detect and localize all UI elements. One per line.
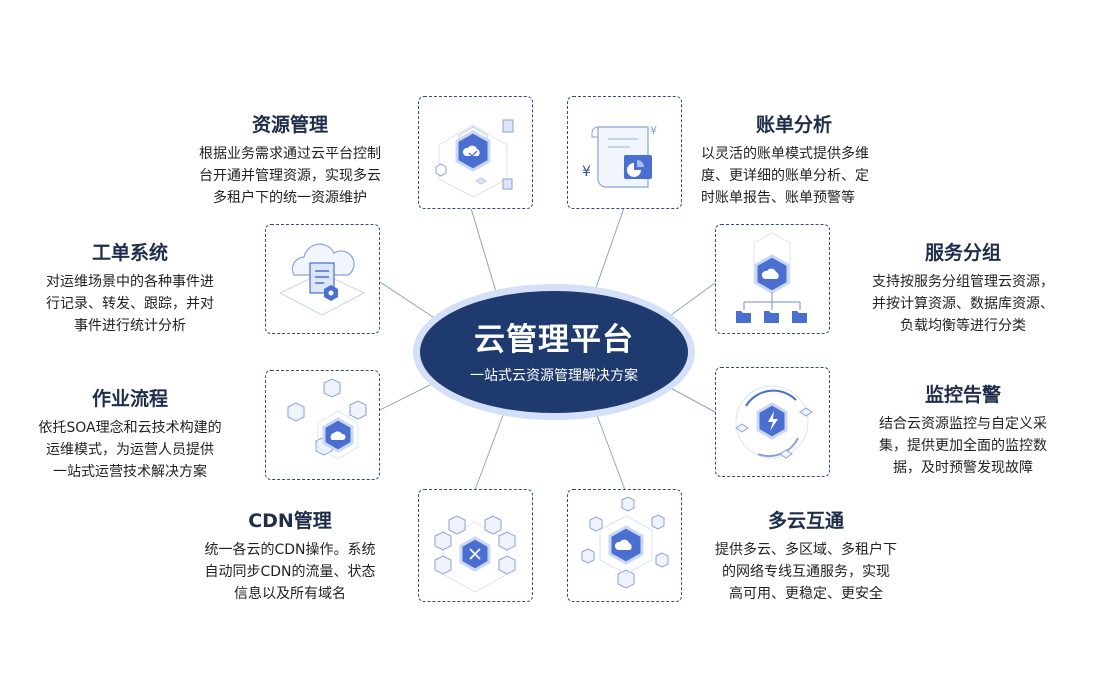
module-ticket-title: 工单系统 [91, 242, 168, 264]
module-multicloud-title: 多云互通 [767, 510, 844, 532]
module-ticket-text: 工单系统 对运维场景中的各种事件进 行记录、转发、跟踪，并对 事件进行统计分析 [20, 238, 240, 337]
module-multicloud-description: 提供多云、多区域、多租户下 的网络专线互通服务，实现 高可用、更稳定、更安全 [715, 542, 897, 602]
workflow-cubes-icon [287, 378, 367, 460]
module-cdn-text: CDN管理 统一各云的CDN操作。系统 自动同步CDN的流量、状态 信息以及所有… [180, 506, 400, 605]
module-billing-title: 账单分析 [756, 114, 833, 136]
module-service-group-card[interactable] [715, 224, 830, 334]
connector-line [664, 384, 716, 413]
connector-line [474, 409, 506, 491]
central-platform-node[interactable]: 云管理平台 一站式云资源管理解决方案 [420, 291, 688, 413]
module-service-group-title: 服务分组 [924, 242, 1001, 264]
module-cdn-card[interactable] [418, 489, 533, 602]
service-group-icon [736, 232, 807, 323]
module-resource-title: 资源管理 [251, 114, 328, 136]
module-cdn-description: 统一各云的CDN操作。系统 自动同步CDN的流量、状态 信息以及所有域名 [204, 542, 376, 602]
connector-line [469, 204, 501, 306]
cdn-network-icon [434, 515, 516, 593]
connector-line [589, 204, 626, 306]
bill-chart-icon: ¥ ¥ [582, 124, 657, 188]
resource-server-icon [435, 119, 514, 198]
svg-text:¥: ¥ [582, 164, 591, 180]
module-monitor-card[interactable] [715, 367, 830, 477]
module-billing-text: 账单分析 以灵活的账单模式提供多维 度、更详细的账单分析、定 时账单报告、账单预… [701, 110, 921, 209]
module-service-group-text: 服务分组 支持按服务分组管理云资源， 并按计算资源、数据库资源、 负载均衡等进行… [848, 238, 1078, 337]
module-multicloud-text: 多云互通 提供多云、多区域、多租户下 的网络专线互通服务，实现 高可用、更稳定、… [696, 506, 916, 605]
module-workflow-title: 作业流程 [91, 388, 168, 410]
module-multicloud-card[interactable] [567, 489, 682, 602]
module-workflow-card[interactable] [265, 370, 380, 480]
ticket-document-icon [278, 243, 366, 316]
module-ticket-description: 对运维场景中的各种事件进 行记录、转发、跟踪，并对 事件进行统计分析 [46, 274, 214, 334]
connector-line [379, 379, 441, 411]
module-workflow-description: 依托SOA理念和云技术构建的 运维模式，为运营人员提供 一站式运营技术解决方案 [38, 420, 222, 480]
monitor-alert-icon [735, 385, 813, 459]
module-monitor-title: 监控告警 [924, 384, 1001, 406]
connector-line [379, 281, 446, 326]
svg-text:¥: ¥ [650, 124, 657, 137]
module-resource-card[interactable] [418, 96, 533, 209]
connector-line [659, 282, 716, 324]
module-ticket-card[interactable] [265, 224, 380, 334]
platform-title: 云管理平台 [474, 322, 634, 358]
module-workflow-text: 作业流程 依托SOA理念和云技术构建的 运维模式，为运营人员提供 一站式运营技术… [20, 384, 240, 483]
module-monitor-description: 结合云资源监控与自定义采 集，提供更加全面的监控数 据，及时预警发现故障 [879, 416, 1047, 476]
module-resource-description: 根据业务需求通过云平台控制 台开通并管理资源，实现多云 多租户下的统一资源维护 [199, 146, 381, 206]
module-monitor-text: 监控告警 结合云资源监控与自定义采 集，提供更加全面的监控数 据，及时预警发现故… [848, 380, 1078, 479]
module-service-group-description: 支持按服务分组管理云资源， 并按计算资源、数据库资源、 负载均衡等进行分类 [872, 274, 1054, 334]
module-billing-description: 以灵活的账单模式提供多维 度、更详细的账单分析、定 时账单报告、账单预警等 [701, 146, 869, 206]
connector-line [594, 409, 626, 491]
module-cdn-title: CDN管理 [248, 510, 332, 532]
module-resource-text: 资源管理 根据业务需求通过云平台控制 台开通并管理资源，实现多云 多租户下的统一… [180, 110, 400, 209]
multicloud-link-icon [581, 496, 669, 589]
platform-subtitle: 一站式云资源管理解决方案 [470, 368, 638, 384]
module-billing-card[interactable]: ¥ ¥ [567, 96, 682, 209]
